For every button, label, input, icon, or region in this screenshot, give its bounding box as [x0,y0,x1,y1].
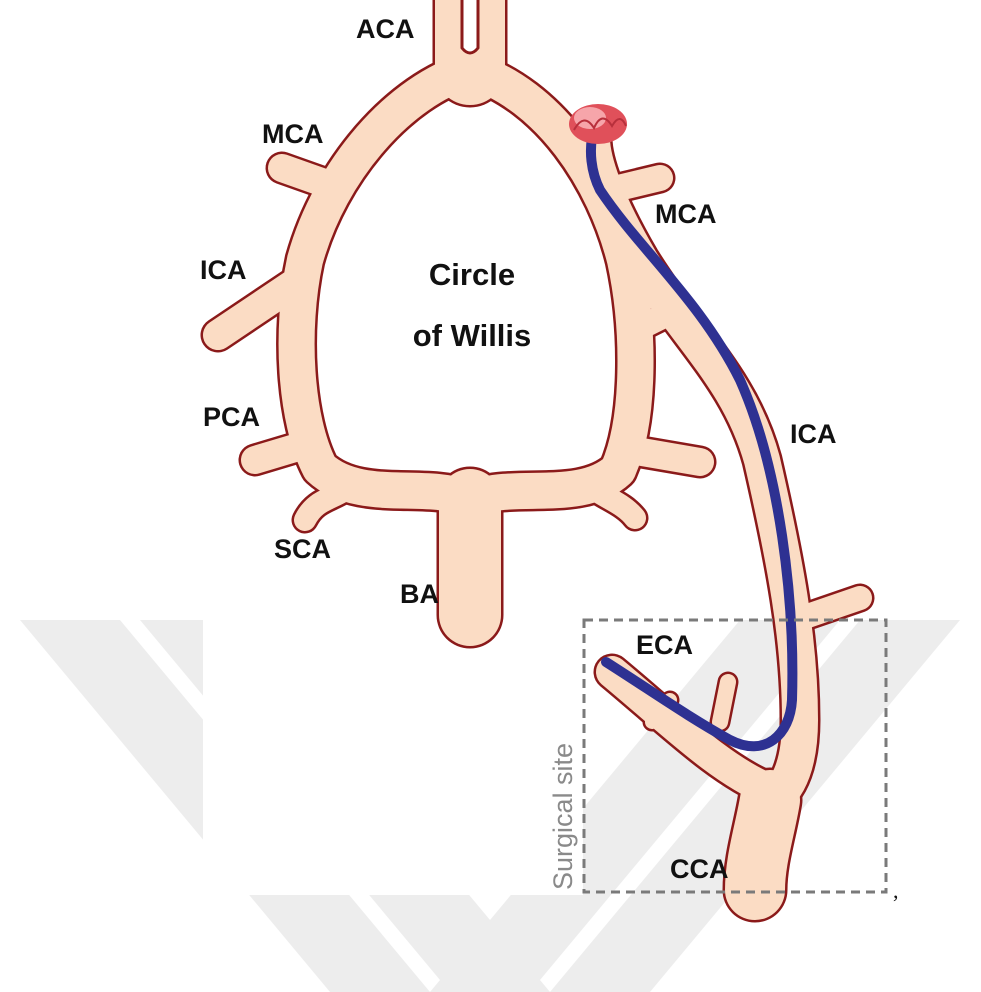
aca-split [462,0,478,53]
cca-trunk [755,800,770,890]
diagram-title-line2: of Willis [413,318,532,353]
pca-left-branch [255,445,305,460]
label-mca-left: MCA [262,119,324,149]
pca-right-branch [630,450,700,462]
label-eca: ECA [636,630,693,660]
surgical-site-label: Surgical site [548,743,578,890]
mca-left-branch [282,168,330,185]
label-ica-left: ICA [200,255,247,285]
label-sca: SCA [274,534,331,564]
label-ba: BA [400,579,439,609]
right-stub [636,318,660,330]
sca-right-branch [595,490,635,518]
label-aca: ACA [356,14,415,44]
blank-panel [203,615,583,895]
eca-offshoot-1 [720,682,728,722]
label-ica-right: ICA [790,419,837,449]
aneurysm [569,104,627,144]
label-pca: PCA [203,402,260,432]
label-cca: CCA [670,854,729,884]
label-mca-right: MCA [655,199,717,229]
diagram-title-line1: Circle [429,257,515,292]
trailing-comma: , [893,878,899,903]
